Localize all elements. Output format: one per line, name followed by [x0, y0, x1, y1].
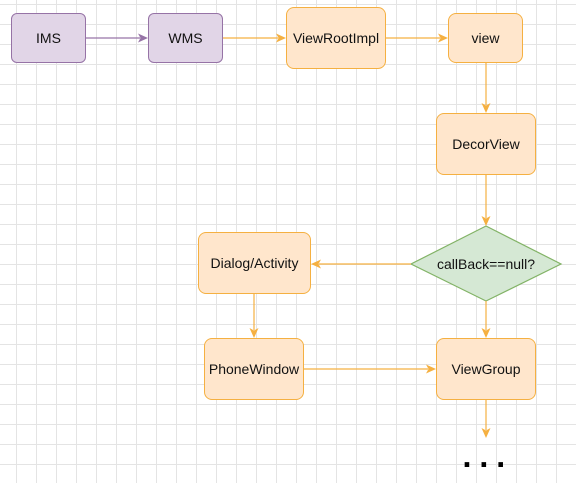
arrowhead-dialog-phonewindow [249, 328, 259, 338]
node-decorview[interactable]: DecorView [436, 113, 536, 175]
node-viewgroup-label: ViewGroup [451, 361, 521, 377]
node-wms[interactable]: WMS [148, 13, 223, 63]
node-decorview-label: DecorView [452, 136, 520, 152]
arrowhead-view-decorview [481, 103, 491, 113]
arrowhead-viewrootimpl-view [438, 33, 448, 43]
node-viewrootimpl[interactable]: ViewRootImpl [286, 7, 386, 69]
continuation-ellipsis: ... [462, 444, 513, 474]
node-ims[interactable]: IMS [11, 13, 86, 63]
node-dialog-activity[interactable]: Dialog/Activity [198, 232, 311, 294]
node-phonewindow-label: PhoneWindow [208, 361, 300, 377]
arrowhead-viewgroup-continuation [481, 428, 491, 438]
arrowhead-decision-dialog [311, 259, 321, 269]
node-phonewindow[interactable]: PhoneWindow [204, 338, 304, 400]
node-wms-label: WMS [168, 30, 203, 46]
decision-label: callBack==null? [436, 256, 536, 272]
arrowhead-phonewindow-viewgroup [426, 364, 436, 374]
node-ims-label: IMS [36, 30, 61, 46]
node-view[interactable]: view [448, 13, 523, 63]
node-viewgroup[interactable]: ViewGroup [436, 338, 536, 400]
node-view-label: view [471, 30, 500, 46]
arrowhead-ims-wms [138, 33, 148, 43]
node-viewrootimpl-label: ViewRootImpl [292, 30, 380, 46]
arrowhead-decorview-decision [481, 216, 491, 226]
arrowhead-wms-viewrootimpl [276, 33, 286, 43]
arrowhead-decision-viewgroup [481, 328, 491, 338]
node-dialog-activity-label: Dialog/Activity [210, 255, 299, 271]
